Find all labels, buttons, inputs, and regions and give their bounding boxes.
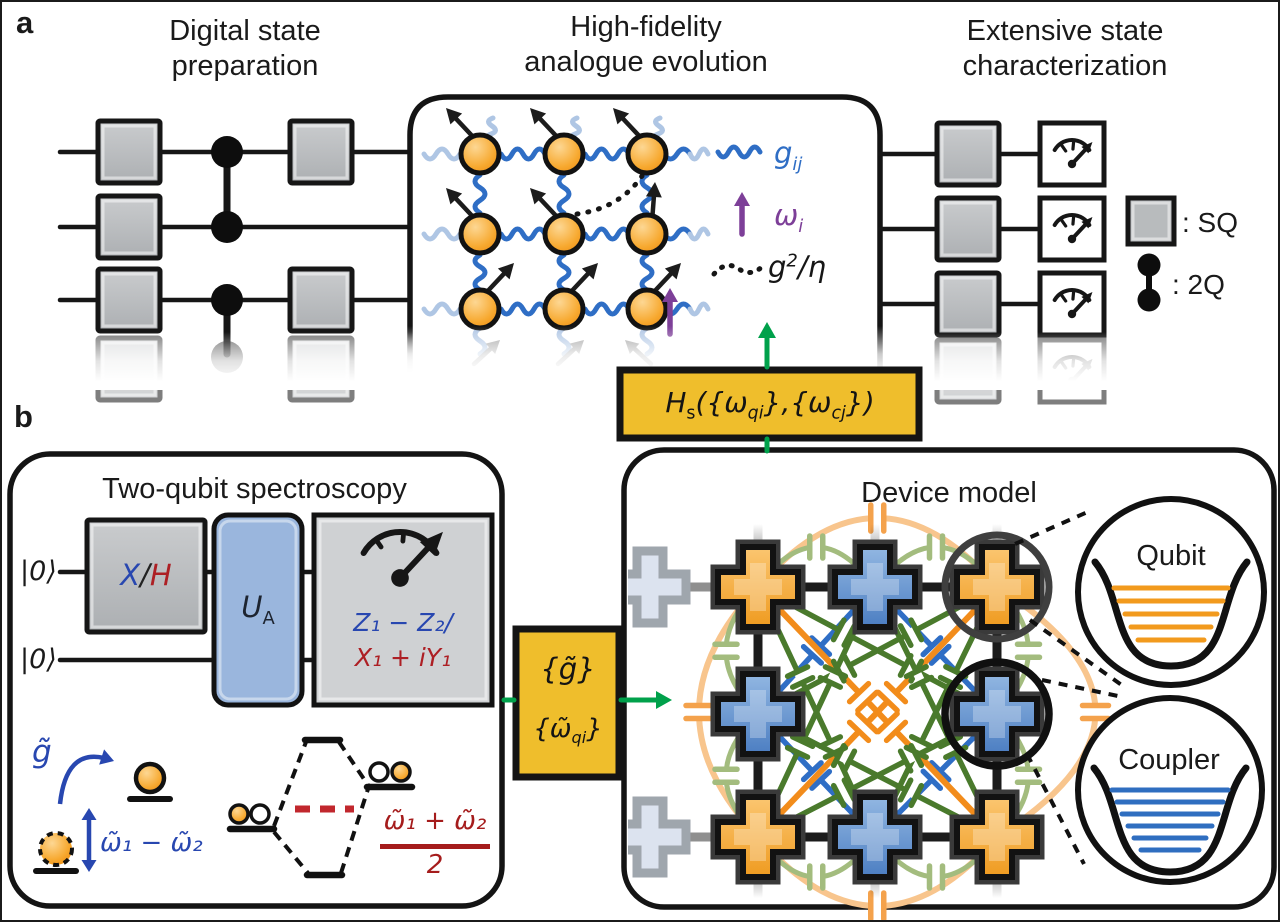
coupler-inset bbox=[1075, 695, 1265, 885]
panel-a-label: a bbox=[16, 5, 34, 40]
hopping-sketch bbox=[33, 749, 173, 874]
panel-b-label: b bbox=[14, 399, 33, 434]
title-analogue-evolution: High-fidelity analogue evolution bbox=[524, 11, 768, 78]
legend-sq-label: : SQ bbox=[1182, 207, 1239, 238]
legend-2q-label: : 2Q bbox=[1172, 269, 1225, 300]
qubit-inset bbox=[1075, 496, 1267, 688]
detuning-label: ω̃₁ − ω̃₂ bbox=[100, 828, 203, 858]
hamiltonian-formula: Hs({ωqi},{ωcj}) bbox=[665, 386, 875, 424]
ket-zero-top: |0⟩ bbox=[20, 556, 57, 587]
green-flow-arrows bbox=[501, 322, 776, 709]
measurement-line1: Z₁ − Z₂/ bbox=[353, 608, 453, 637]
device-model-panel bbox=[621, 447, 1277, 920]
level-diagram bbox=[226, 736, 416, 879]
dispersive-label: g2/η bbox=[768, 250, 827, 284]
frequency-omega-label: ωi bbox=[774, 198, 804, 237]
avg-frequency-numerator: ω̃₁ + ω̃₂ bbox=[383, 806, 487, 836]
g-tilde-label: g̃ bbox=[32, 734, 52, 770]
gate-xh-label: X/H bbox=[120, 558, 172, 592]
analogue-legend bbox=[711, 144, 768, 277]
coupling-gij-label: gij bbox=[774, 136, 803, 175]
avg-frequency-denominator: 2 bbox=[426, 850, 444, 880]
hamiltonian-box bbox=[616, 366, 923, 442]
device-model-title: Device model bbox=[861, 477, 1037, 509]
ket-zero-bottom: |0⟩ bbox=[20, 644, 57, 675]
title-digital-state-preparation: Digital state preparation bbox=[169, 15, 321, 82]
fade-overlays bbox=[46, 326, 1138, 390]
inset-coupler-label: Coupler bbox=[1118, 744, 1220, 776]
measurement-line2: X₁ + iY₁ bbox=[354, 643, 452, 672]
fraction-bar bbox=[380, 844, 490, 849]
spectroscopy-title: Two-qubit spectroscopy bbox=[102, 473, 407, 505]
inset-qubit-label: Qubit bbox=[1136, 540, 1206, 572]
gate-ua-label: UA bbox=[241, 590, 275, 629]
params-omega-label: {ω̃qi} bbox=[533, 714, 603, 748]
title-state-characterization: Extensive state characterization bbox=[962, 15, 1168, 82]
sq-2q-legend bbox=[1125, 195, 1177, 312]
params-g-label: {g̃} bbox=[540, 652, 596, 686]
params-box bbox=[512, 625, 623, 781]
spectroscopy-panel bbox=[7, 451, 505, 909]
